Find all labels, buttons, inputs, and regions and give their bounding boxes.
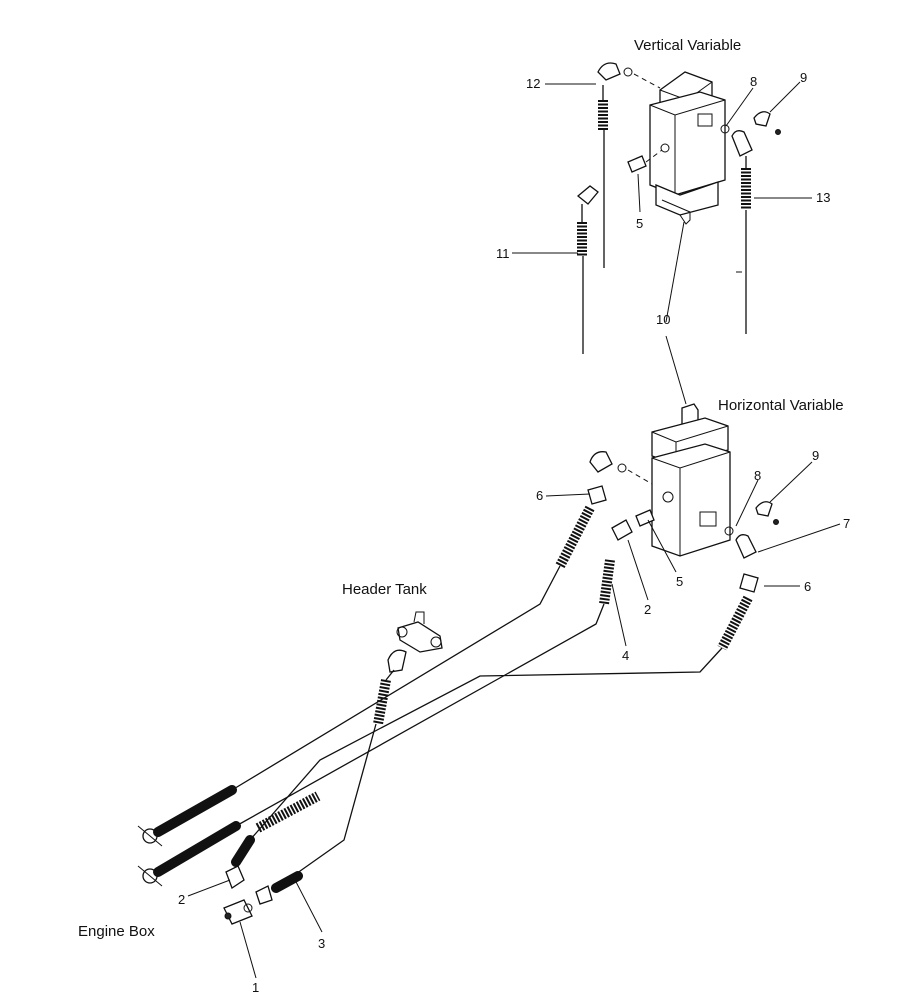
adapter-5-fitting — [627, 155, 647, 173]
callout-7: 7 — [843, 516, 850, 531]
horizontal-variable-unit — [651, 403, 731, 557]
long-hoses — [153, 505, 753, 893]
o-ring-icon — [720, 124, 730, 134]
callout-5-lower: 5 — [676, 574, 683, 589]
callout-2-upper: 2 — [644, 602, 651, 617]
elbow-12-fitting — [597, 62, 621, 81]
header-tank — [387, 611, 443, 673]
elbow-13-fitting — [731, 130, 753, 157]
clamp-9-icon — [755, 501, 773, 517]
vertical-variable-unit — [649, 71, 726, 225]
callout-11: 11 — [496, 246, 510, 261]
o-ring-icon — [623, 67, 633, 77]
elbow-7-fitting — [735, 534, 757, 559]
elbow-2-engine — [225, 865, 245, 889]
callout-13: 13 — [816, 190, 830, 205]
elbow-2-fitting — [611, 519, 633, 541]
header-tank-title: Header Tank — [342, 581, 427, 598]
vertical-unit-hoses — [577, 85, 751, 354]
callout-3: 3 — [318, 936, 325, 951]
screw-icon — [775, 129, 781, 135]
adapter-3-engine — [255, 885, 273, 905]
o-ring-icon — [617, 463, 627, 473]
fitting-6-upper — [587, 485, 607, 505]
callout-6-lower: 6 — [804, 579, 811, 594]
fitting-6-lower — [739, 573, 759, 593]
clamp-9-icon — [753, 111, 771, 127]
engine-box-title: Engine Box — [78, 923, 155, 940]
callout-9-lower: 9 — [812, 448, 819, 463]
elbow-top-fitting — [589, 451, 613, 473]
horizontal-variable-title: Horizontal Variable — [718, 397, 844, 414]
callout-8-lower: 8 — [754, 468, 761, 483]
vertical-variable-title: Vertical Variable — [634, 37, 741, 54]
callout-2-lower: 2 — [178, 892, 185, 907]
callout-5-top: 5 — [636, 216, 643, 231]
callout-4: 4 — [622, 648, 629, 663]
callout-10: 10 — [656, 312, 670, 327]
vertical-unit-fittings — [576, 62, 781, 205]
screw-icon — [773, 519, 779, 525]
callout-8-top: 8 — [750, 74, 757, 89]
horizontal-unit-fittings — [587, 451, 779, 593]
o-ring-icon — [724, 526, 734, 536]
callout-1: 1 — [252, 980, 259, 995]
adapter-5-fitting — [635, 509, 655, 527]
callout-6-upper: 6 — [536, 488, 543, 503]
elbow-11-fitting — [576, 185, 599, 205]
callout-9-top: 9 — [800, 70, 807, 85]
callout-12: 12 — [526, 76, 540, 91]
leader-lines — [187, 81, 841, 979]
